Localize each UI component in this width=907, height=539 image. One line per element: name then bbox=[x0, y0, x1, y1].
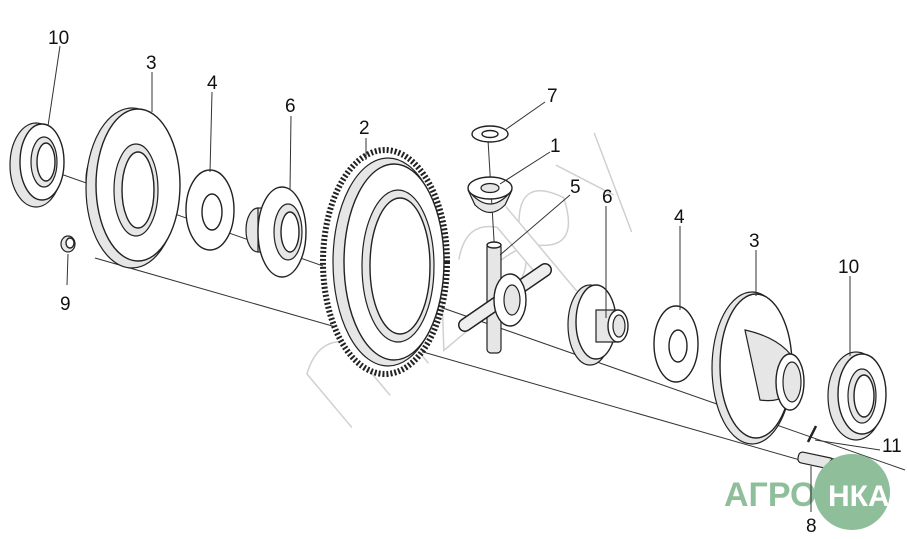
callout-3-right: 3 bbox=[749, 231, 760, 252]
callout-8: 8 bbox=[806, 516, 817, 537]
part-pin bbox=[806, 425, 818, 443]
svg-text:НКА: НКА bbox=[828, 480, 890, 513]
callout-6-left: 6 bbox=[285, 96, 296, 117]
callout-10-left: 10 bbox=[48, 28, 69, 49]
part-bearing-left bbox=[9, 122, 65, 208]
part-housing-right bbox=[711, 291, 805, 445]
part-housing-left bbox=[85, 107, 181, 269]
part-nut bbox=[60, 235, 76, 253]
logo: АГРО НКА bbox=[724, 454, 890, 530]
part-washer-right bbox=[653, 305, 699, 383]
callout-10-right: 10 bbox=[838, 257, 859, 278]
part-spider bbox=[458, 241, 552, 354]
callout-9: 9 bbox=[60, 294, 71, 315]
leader-lines bbox=[47, 45, 881, 512]
part-washer-left bbox=[185, 169, 235, 251]
callout-6-right: 6 bbox=[602, 187, 613, 208]
callout-7: 7 bbox=[547, 86, 558, 107]
axis-line-lower bbox=[94, 257, 836, 471]
callout-11: 11 bbox=[882, 436, 902, 457]
callout-4-left: 4 bbox=[207, 73, 218, 94]
callout-4-right: 4 bbox=[674, 207, 685, 228]
part-bearing-right bbox=[827, 351, 887, 441]
part-pinion-gear bbox=[467, 176, 513, 214]
callout-3-left: 3 bbox=[146, 53, 157, 74]
callout-2: 2 bbox=[359, 118, 370, 139]
part-ring-gear bbox=[320, 147, 450, 377]
callout-1: 1 bbox=[550, 136, 561, 157]
logo-text: АГРО bbox=[724, 476, 817, 514]
callouts: 10 3 4 6 2 7 1 5 6 4 3 10 9 11 8 bbox=[48, 28, 902, 537]
part-side-gear-left bbox=[245, 186, 307, 278]
part-thrust-washer bbox=[471, 125, 509, 143]
logo-circle bbox=[814, 454, 890, 530]
callout-5: 5 bbox=[570, 177, 581, 198]
part-side-gear-right bbox=[567, 284, 629, 366]
